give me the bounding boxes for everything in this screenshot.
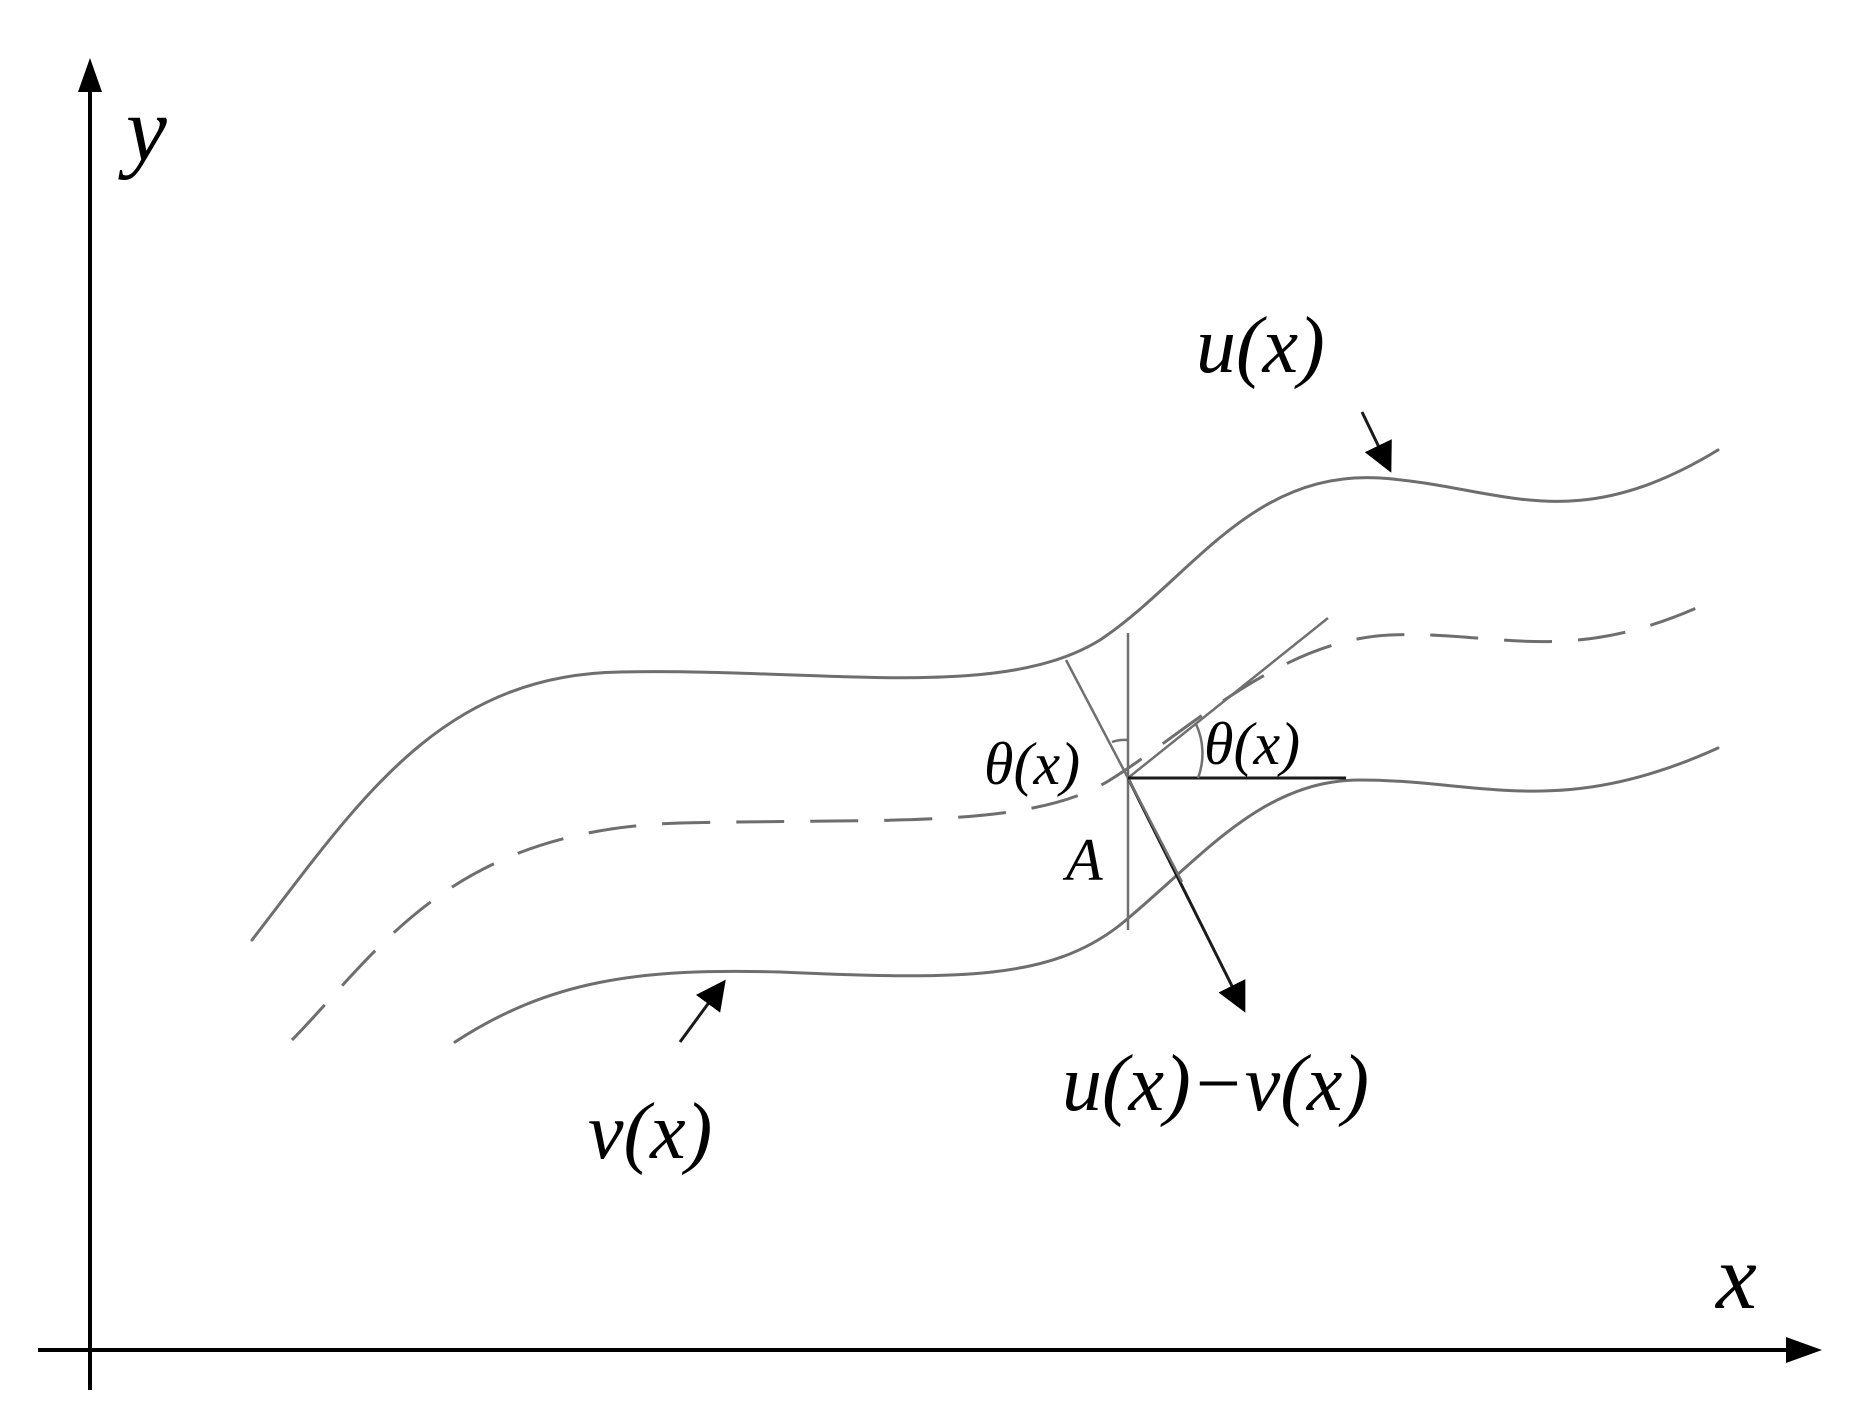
width-tick bbox=[1126, 777, 1184, 883]
lower-curve-label: v(x) bbox=[588, 1088, 712, 1176]
v-pointer-arrow bbox=[678, 979, 726, 1043]
difference-label: u(x)−v(x) bbox=[1062, 1040, 1369, 1128]
normal-line bbox=[1064, 659, 1130, 779]
right-angle-arc bbox=[1194, 723, 1204, 779]
y-axis-arrowhead bbox=[78, 58, 102, 92]
lower-curve bbox=[453, 746, 1720, 1044]
middle-dashed-curve bbox=[290, 596, 1719, 1042]
left-angle-label: θ(x) bbox=[984, 731, 1080, 797]
right-angle-label: θ(x) bbox=[1204, 711, 1300, 777]
upper-curve bbox=[250, 448, 1720, 942]
tangent-line bbox=[1127, 617, 1329, 779]
left-angle-arc bbox=[1111, 738, 1129, 744]
point-label: A bbox=[1062, 827, 1103, 893]
y-axis-label: y bbox=[118, 78, 167, 180]
x-axis-arrowhead bbox=[1786, 1337, 1822, 1363]
u-pointer-arrow bbox=[1360, 411, 1392, 473]
upper-curve-label: u(x) bbox=[1196, 302, 1325, 390]
x-axis-label: x bbox=[1714, 1226, 1757, 1328]
